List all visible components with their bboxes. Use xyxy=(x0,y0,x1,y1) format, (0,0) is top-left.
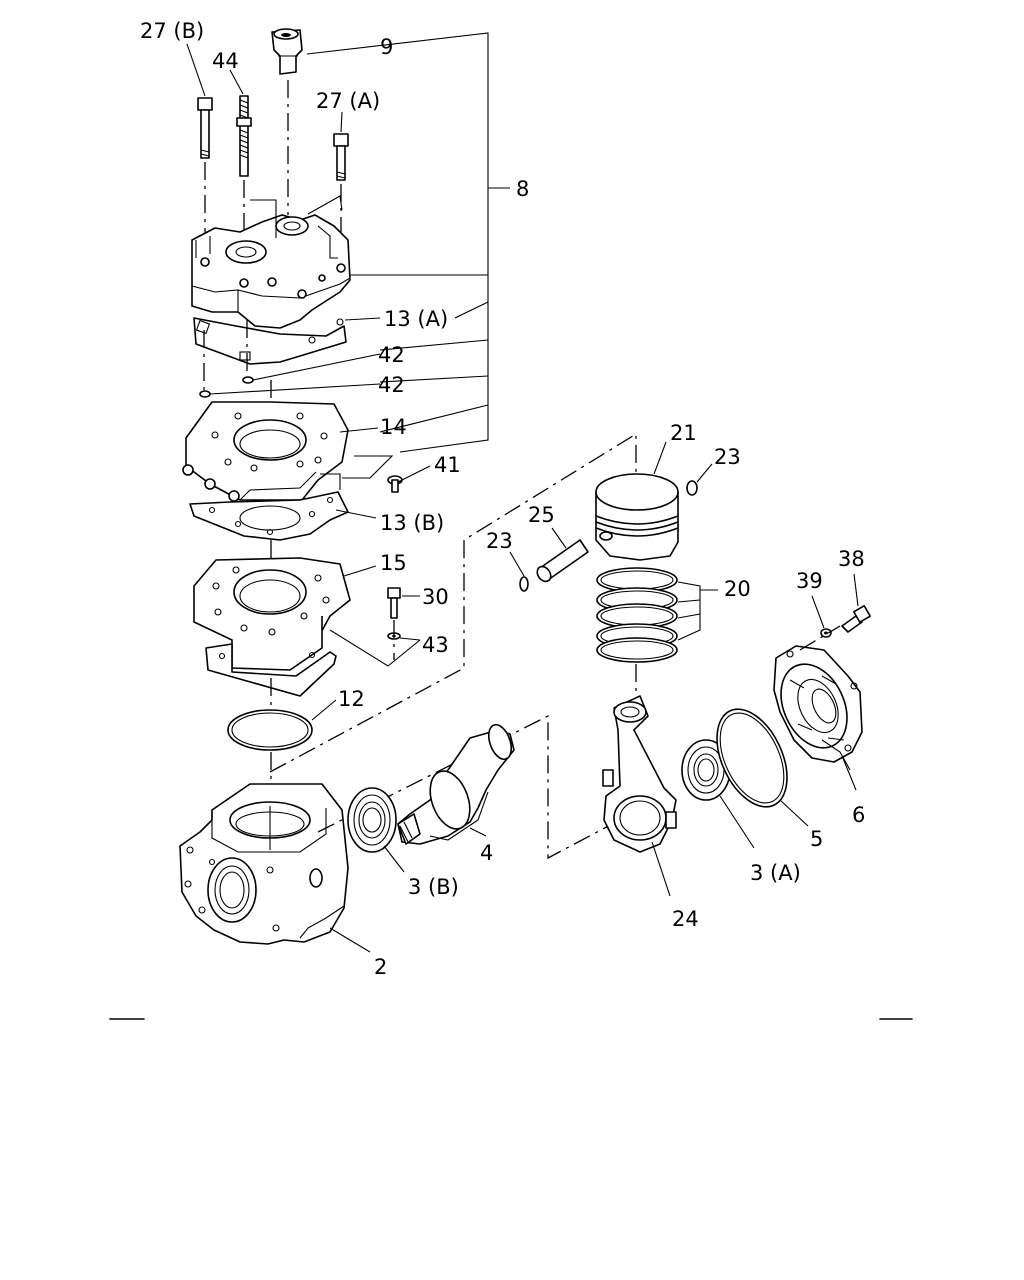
callout-2: 2 xyxy=(374,955,387,979)
callout-6: 6 xyxy=(852,803,865,827)
callout-5: 5 xyxy=(810,827,823,851)
snap-ring-23-left xyxy=(509,551,529,592)
washer-43 xyxy=(387,620,421,660)
callout-9: 9 xyxy=(380,35,393,59)
gasket-13a xyxy=(193,317,381,365)
callout-3b: 3 (B) xyxy=(408,875,459,899)
callout-14: 14 xyxy=(380,415,407,439)
crankshaft-4 xyxy=(397,723,515,845)
o-ring-12 xyxy=(227,699,337,751)
bolt-27a xyxy=(333,111,349,266)
screw-41 xyxy=(387,465,431,493)
crankcase-2 xyxy=(179,783,371,953)
callout-42-upper: 42 xyxy=(378,343,405,367)
callout-15: 15 xyxy=(380,551,407,575)
washer-39 xyxy=(811,595,832,638)
gasket-13b xyxy=(189,455,394,541)
bolt-38 xyxy=(799,573,871,651)
callout-30: 30 xyxy=(422,585,449,609)
callout-23-right: 23 xyxy=(714,445,741,469)
cylinder-15 xyxy=(193,557,421,697)
callout-38: 38 xyxy=(838,547,865,571)
callout-8: 8 xyxy=(516,177,529,201)
callout-44: 44 xyxy=(212,49,239,73)
callout-42-lower: 42 xyxy=(378,373,405,397)
callout-21: 21 xyxy=(670,421,697,445)
valve-plate-14 xyxy=(182,401,379,502)
callout-39: 39 xyxy=(796,569,823,593)
callout-25: 25 xyxy=(528,503,555,527)
callout-27b: 27 (B) xyxy=(140,19,204,43)
callout-4: 4 xyxy=(480,841,493,865)
cover-6 xyxy=(773,645,863,791)
snap-ring-23-right xyxy=(686,463,713,496)
valve-9 xyxy=(271,28,303,215)
piston-rings-20 xyxy=(596,567,718,663)
bearing-3b xyxy=(347,787,405,873)
callout-13b: 13 (B) xyxy=(380,511,444,535)
bearing-3a xyxy=(681,739,755,849)
piston-pin-25 xyxy=(536,527,589,583)
cylinder-head xyxy=(191,195,351,329)
callout-3a: 3 (A) xyxy=(750,861,801,885)
bolt-27b xyxy=(186,43,213,262)
o-ring-5 xyxy=(716,708,809,827)
callout-27a: 27 (A) xyxy=(316,89,380,113)
connecting-rod-24 xyxy=(602,695,677,897)
callout-13a: 13 (A) xyxy=(384,307,448,331)
callout-43: 43 xyxy=(422,633,449,657)
group-bracket-8 xyxy=(306,32,510,453)
callout-24: 24 xyxy=(672,907,699,931)
bolt-30 xyxy=(387,587,420,619)
callout-20: 20 xyxy=(724,577,751,601)
piston-21 xyxy=(595,441,679,561)
callout-23-left: 23 xyxy=(486,529,513,553)
callout-12: 12 xyxy=(338,687,365,711)
callout-41: 41 xyxy=(434,453,461,477)
